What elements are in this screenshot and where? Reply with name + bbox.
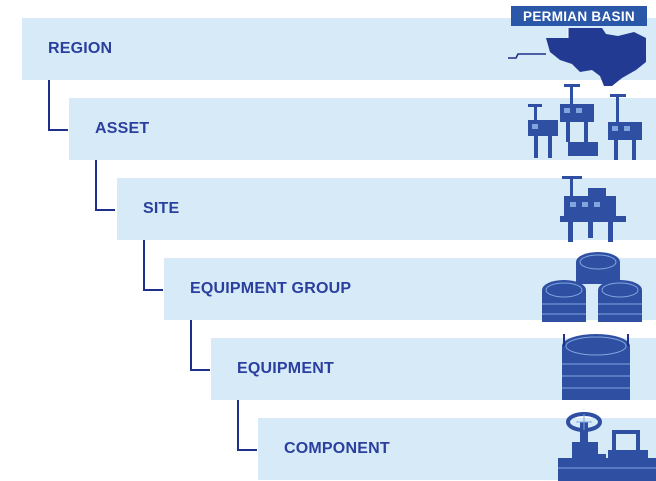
level-label: EQUIPMENT	[237, 360, 334, 377]
level-label: COMPONENT	[284, 440, 390, 457]
level-label: ASSET	[95, 120, 150, 137]
hierarchy-connector	[95, 160, 115, 211]
valve-pipe-icon	[554, 410, 656, 481]
region-badge: PERMIAN BASIN	[511, 6, 647, 26]
hierarchy-connector	[143, 240, 163, 291]
level-label: EQUIPMENT GROUP	[190, 280, 352, 297]
offshore-platforms-icon	[526, 82, 656, 160]
level-label: REGION	[48, 40, 113, 57]
offshore-platform-icon	[558, 176, 634, 242]
storage-tank-icon	[556, 330, 636, 400]
level-asset: ASSET	[69, 98, 656, 160]
hierarchy-connector	[190, 320, 210, 371]
hierarchy-connector	[48, 80, 68, 131]
hierarchy-connector	[237, 400, 257, 451]
texas-map-icon	[506, 26, 656, 86]
storage-tanks-group-icon	[540, 246, 656, 322]
level-label: SITE	[143, 200, 180, 217]
